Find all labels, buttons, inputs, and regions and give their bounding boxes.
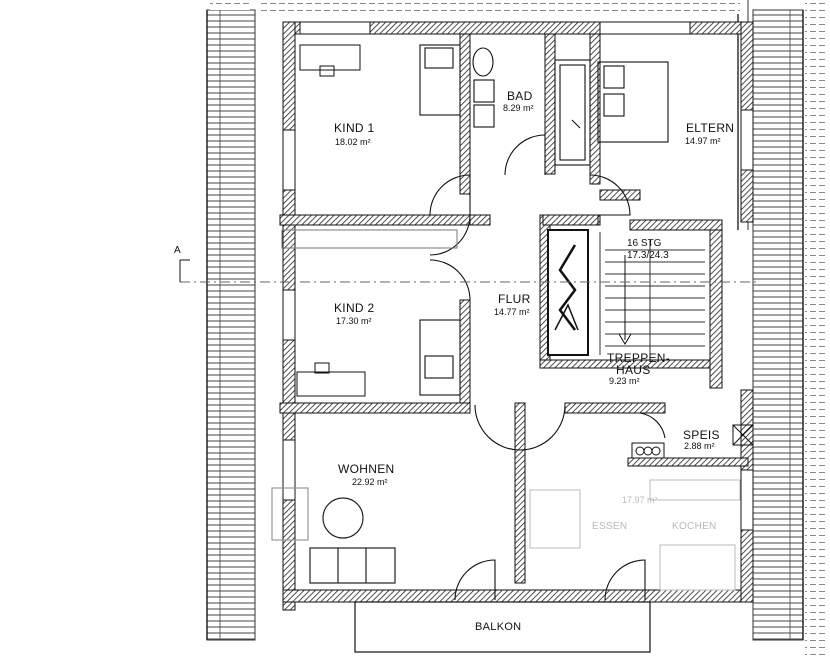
doors <box>429 134 666 601</box>
room-area-flur: 14.77 m² <box>494 307 530 317</box>
staircase <box>542 214 705 356</box>
room-name-kind1: KIND 1 <box>334 121 375 135</box>
room-name-treppenhaus-line2: HAUS <box>616 363 651 377</box>
room-name-kochen: KOCHEN <box>672 521 717 532</box>
room-area-wohnen: 22.92 m² <box>352 477 388 487</box>
room-name-kind2: KIND 2 <box>334 301 375 315</box>
pantry-fixtures <box>631 424 754 459</box>
furniture-living <box>271 487 396 584</box>
room-name-flur: FLUR <box>498 292 531 306</box>
room-name-speis: SPEIS <box>683 428 720 442</box>
roof-top <box>260 0 740 14</box>
room-area-essen-kochen: 17.97 m² <box>622 495 658 505</box>
room-area-kind1: 18.02 m² <box>335 137 371 147</box>
roof-right <box>737 0 827 660</box>
room-name-bad: BAD <box>507 89 533 103</box>
room-area-treppenhaus: 9.23 m² <box>609 376 640 386</box>
room-name-wohnen: WOHNEN <box>338 462 395 476</box>
furniture-kitchen <box>529 479 741 591</box>
stair-ratio: 17.3/24.3 <box>627 250 669 261</box>
windows <box>282 21 754 531</box>
balcony <box>354 601 651 653</box>
room-name-essen: ESSEN <box>592 521 628 532</box>
section-marker: A <box>174 245 181 256</box>
room-area-bad: 8.29 m² <box>503 103 534 113</box>
room-name-treppenhaus-line1: TREPPEN- <box>607 351 671 365</box>
room-area-kind2: 17.30 m² <box>336 316 372 326</box>
room-area-eltern: 14.97 m² <box>685 136 721 146</box>
stair-steps: 16 STG <box>627 238 662 249</box>
room-name-balkon: BALKON <box>475 621 522 633</box>
room-name-eltern: ELTERN <box>686 121 735 135</box>
furniture-beds <box>419 44 669 396</box>
roof-left <box>206 0 256 641</box>
furniture-desks <box>281 44 458 397</box>
bath-fixtures <box>472 47 591 166</box>
section-line <box>179 259 760 283</box>
room-area-speis: 2.88 m² <box>684 441 715 451</box>
